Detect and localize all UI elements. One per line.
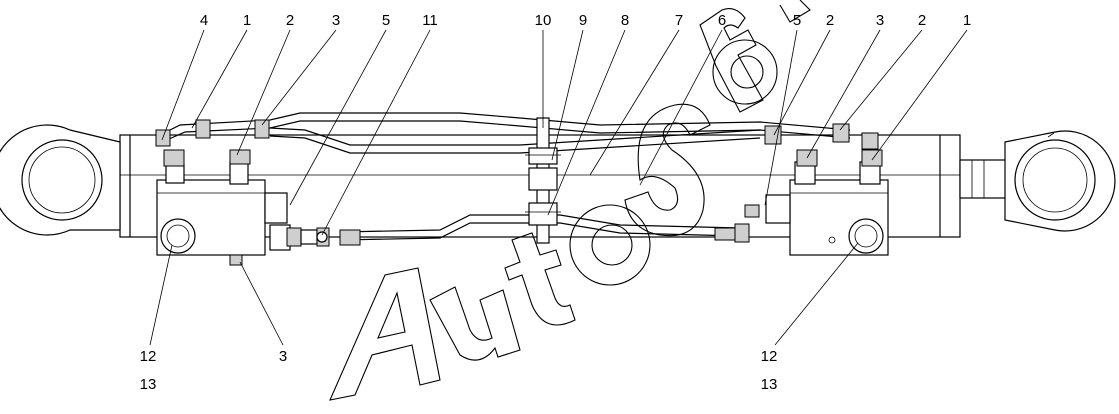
lower-pipes xyxy=(339,214,741,241)
watermark-outline xyxy=(329,0,811,401)
callout-label: 12 xyxy=(761,348,778,365)
callout-labels-bottom-right: 12 13 xyxy=(761,348,778,393)
callout-label: 8 xyxy=(621,12,629,29)
callout-label: 4 xyxy=(200,12,208,29)
callout-label: 1 xyxy=(963,12,971,29)
left-valve-block xyxy=(155,119,361,266)
callout-label: 9 xyxy=(579,12,587,29)
leader-lines-top xyxy=(161,29,968,236)
callout-label: 11 xyxy=(422,12,438,29)
callout-labels-bottom-left: 12 13 3 xyxy=(140,348,288,393)
callout-label: 2 xyxy=(286,12,294,29)
callout-label: 6 xyxy=(718,12,726,29)
callout-label: 7 xyxy=(675,12,683,29)
callout-label: 3 xyxy=(279,348,287,365)
callout-label: 13 xyxy=(761,376,778,393)
leader-lines-bottom xyxy=(149,242,859,346)
callout-label: 2 xyxy=(918,12,926,29)
callout-label: 3 xyxy=(876,12,884,29)
callout-label: 5 xyxy=(793,12,801,29)
callout-label: 5 xyxy=(382,12,390,29)
callout-label: 13 xyxy=(140,376,157,393)
right-rod-eye-end xyxy=(959,130,1116,232)
callout-label: 1 xyxy=(243,12,251,29)
callout-label: 2 xyxy=(826,12,834,29)
callout-label: 12 xyxy=(140,348,157,365)
callout-label: 10 xyxy=(535,12,552,29)
callout-labels-top: 4 1 2 3 5 11 10 9 8 7 6 5 2 3 2 1 xyxy=(200,12,971,29)
callout-label: 3 xyxy=(332,12,340,29)
left-eye-end xyxy=(0,124,121,236)
